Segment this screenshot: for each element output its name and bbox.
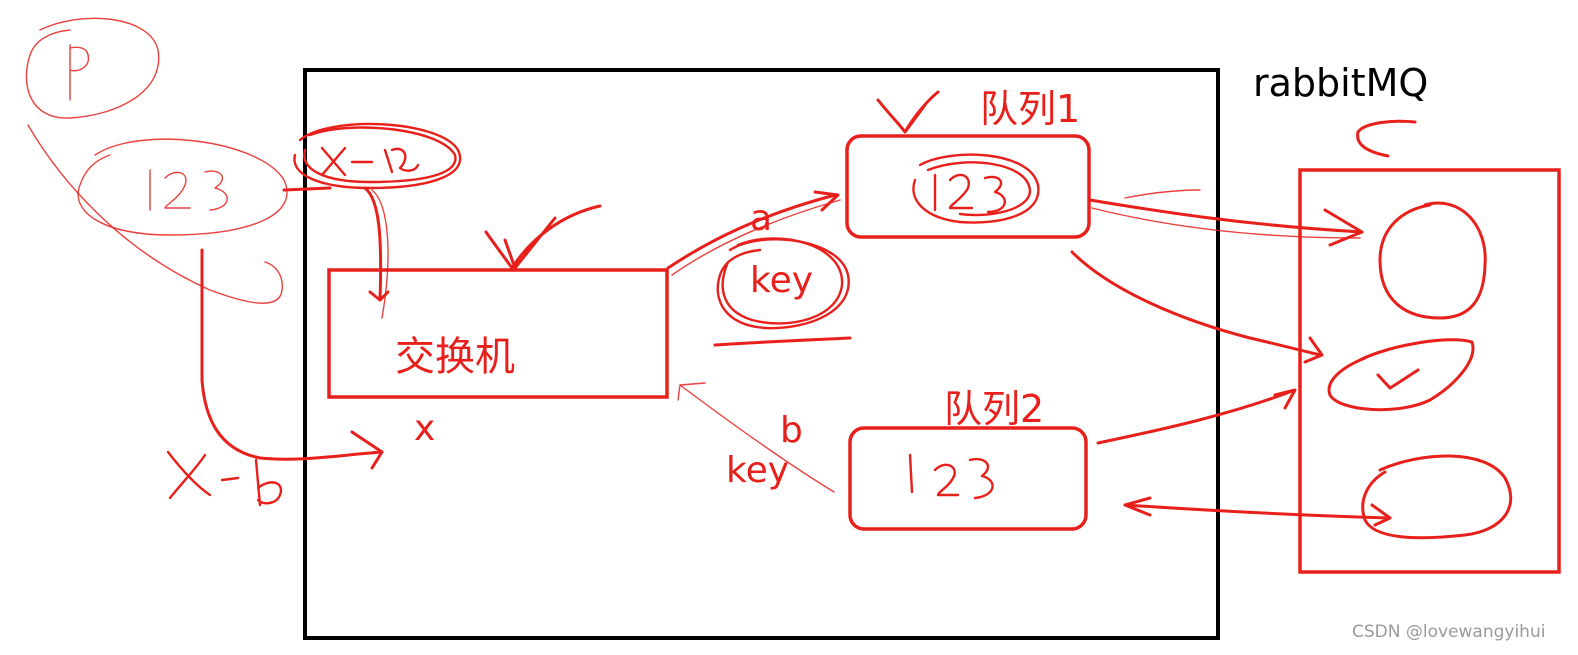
broker-frame — [303, 68, 1220, 640]
exchange-name-label: x — [414, 408, 435, 449]
queue2-to-exchange-arrow — [677, 382, 835, 493]
queue1-message-sketch — [912, 153, 1040, 224]
queue2-label: 队列2 — [944, 387, 1044, 431]
consumer-1 — [1378, 201, 1487, 320]
exchange-check-mark — [484, 204, 602, 270]
message-to-key-a-arrow — [282, 186, 332, 192]
routing-b-label: b — [780, 410, 803, 451]
consumer-c-mark — [1356, 119, 1417, 158]
exchange-to-queue1-arrow — [666, 190, 840, 270]
consumer-3 — [1361, 454, 1513, 540]
broker-label: rabbitMQ — [1253, 61, 1428, 105]
message-sketch — [77, 138, 288, 236]
key-a-to-exchange-arrow-echo — [371, 189, 389, 319]
queue1-box — [845, 134, 1091, 239]
consumer-2 — [1327, 338, 1475, 412]
queue2-to-consumer3-arrow — [1123, 496, 1392, 527]
key-a-label: key — [750, 260, 813, 301]
routing-key-b-sketch — [166, 450, 283, 507]
producer-to-message-arc — [27, 124, 283, 304]
key-a-circle — [713, 237, 852, 347]
key-a-to-exchange-arrow — [363, 186, 390, 302]
queue2-box — [848, 426, 1088, 531]
queue1-to-consumer1-arrow — [1088, 198, 1364, 247]
message-to-key-b-path — [200, 248, 384, 470]
routing-key-a-sketch — [293, 122, 462, 190]
queue1-to-consumer1-arrow-echo — [1091, 189, 1361, 239]
queue1-to-consumer2-arrow — [1070, 250, 1324, 364]
queue1-label: 队列1 — [980, 87, 1080, 131]
exchange-label: 交换机 — [395, 334, 515, 380]
exchange-box — [327, 268, 669, 399]
queue2-message-sketch — [908, 453, 994, 500]
queue1-check-mark — [876, 90, 940, 134]
producer-sketch — [25, 17, 160, 119]
key-b-label: key — [726, 450, 789, 491]
queue2-to-consumer2-arrow — [1096, 388, 1297, 445]
exchange-to-queue1-arrow-echo — [671, 199, 841, 276]
consumers-frame — [1298, 168, 1561, 574]
watermark: CSDN @lovewangyihui — [1352, 622, 1545, 642]
routing-a-label: a — [750, 198, 772, 239]
